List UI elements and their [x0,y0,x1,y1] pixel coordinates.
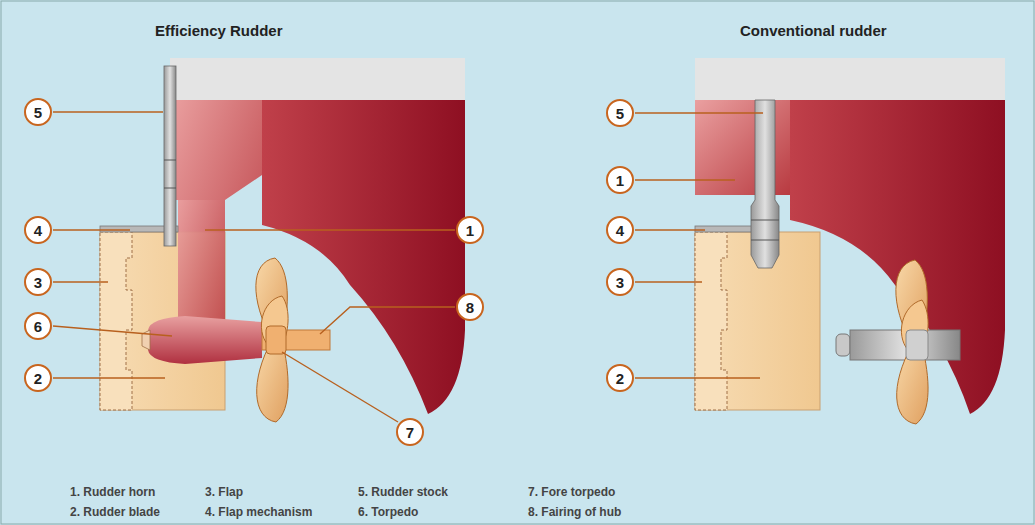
flap [100,232,132,410]
stern-post [262,100,465,414]
callout-number: 5 [616,106,624,121]
callout-number: 7 [406,425,414,440]
rudder-stock [164,66,176,246]
callout-number: 3 [616,275,624,290]
hull-deck [170,58,465,100]
rudder-horn [170,100,262,352]
key-entry: 1. Rudder horn [70,485,155,499]
torpedo [148,316,262,364]
callout-circle: 7 [396,418,424,446]
key-entry: 3. Flap [205,485,243,499]
callout-circle: 3 [606,268,634,296]
callout-number: 1 [616,173,624,188]
callout-number: 5 [34,105,42,120]
rudder-stock [751,100,779,268]
flap [695,232,727,410]
callout-number: 8 [466,300,474,315]
callout-circle: 5 [606,99,634,127]
callout-circle: 6 [24,312,52,340]
callout-circle: 1 [456,216,484,244]
diagram-title: Conventional rudder [740,22,887,39]
callout-number: 4 [34,223,42,238]
key-entry: 5. Rudder stock [358,485,448,499]
key-entry: 7. Fore torpedo [528,485,615,499]
leader-lines [53,112,763,422]
callout-number: 1 [466,223,474,238]
callout-circle: 1 [606,166,634,194]
callout-circle: 5 [24,98,52,126]
callout-circle: 8 [456,293,484,321]
callout-circle: 3 [24,268,52,296]
key-entry: 8. Fairing of hub [528,505,621,519]
callout-number: 2 [34,371,42,386]
stern-post [790,100,1005,414]
callout-number: 2 [616,371,624,386]
callout-number: 4 [616,223,624,238]
callout-circle: 4 [24,216,52,244]
rudder-horn [695,100,790,195]
callout-circle: 4 [606,216,634,244]
flap-mechanism [695,226,755,232]
diagram-title: Efficiency Rudder [155,22,283,39]
callout-number: 3 [34,275,42,290]
key-entry: 6. Torpedo [358,505,418,519]
propeller-hub [836,330,960,360]
propeller [896,260,928,424]
callout-number: 6 [34,319,42,334]
key-entry: 4. Flap mechanism [205,505,312,519]
key-entry: 2. Rudder blade [70,505,160,519]
propeller [256,258,288,422]
callout-circle: 2 [24,364,52,392]
hull-deck [695,58,1005,100]
callout-circle: 2 [606,364,634,392]
